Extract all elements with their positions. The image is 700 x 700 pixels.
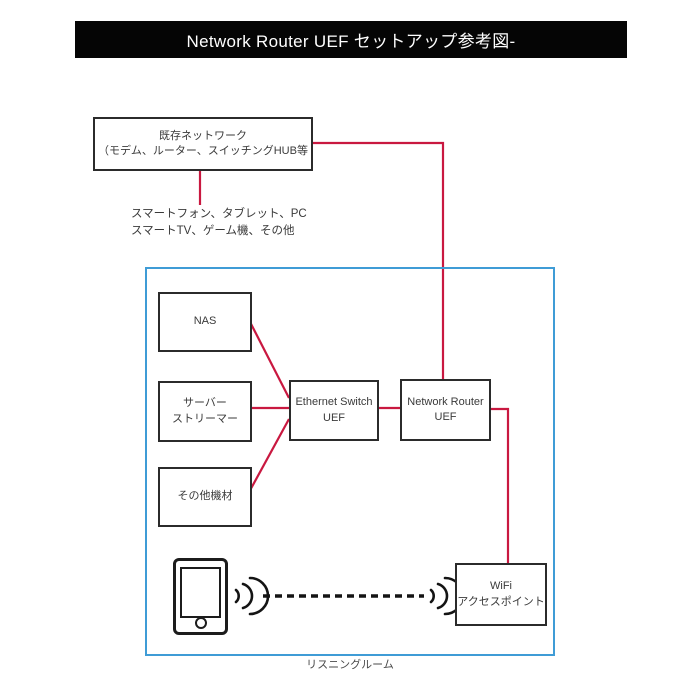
existing-network-line2: （モデム、ルーター、スイッチングHUB等 bbox=[98, 145, 308, 157]
devices-note-line1: スマートフォン、タブレット、PC bbox=[131, 208, 307, 220]
network-router-line1: Network Router bbox=[407, 395, 484, 408]
diagram-title: Network Router UEF セットアップ参考図- bbox=[186, 32, 516, 51]
node-existing-network: 既存ネットワーク （モデム、ルーター、スイッチングHUB等 bbox=[93, 117, 313, 171]
devices-note-line2: スマートTV、ゲーム機、その他 bbox=[131, 224, 295, 237]
node-other-equipment: その他機材 bbox=[158, 467, 252, 527]
tablet-screen bbox=[180, 567, 221, 618]
tablet-icon bbox=[173, 558, 228, 635]
network-router-line2: UEF bbox=[434, 411, 457, 423]
node-wifi-access-point: WiFi アクセスポイント bbox=[455, 563, 547, 626]
existing-network-line1: 既存ネットワーク bbox=[159, 129, 247, 142]
node-network-router: Network Router UEF bbox=[400, 379, 491, 441]
diagram-title-bar: Network Router UEF セットアップ参考図- bbox=[75, 21, 627, 58]
nas-label: NAS bbox=[193, 315, 217, 328]
ethernet-switch-line2: UEF bbox=[323, 411, 345, 424]
ethernet-switch-line1: Ethernet Switch bbox=[295, 396, 373, 409]
tablet-home-button bbox=[194, 617, 207, 629]
listening-room-label: リスニングルーム bbox=[306, 659, 394, 671]
node-ethernet-switch: Ethernet Switch UEF bbox=[289, 380, 379, 441]
server-line2: ストリーマー bbox=[172, 412, 238, 425]
devices-note: スマートフォン、タブレット、PC スマートTV、ゲーム機、その他 bbox=[131, 206, 307, 239]
server-line1: サーバー bbox=[183, 397, 227, 410]
node-nas: NAS bbox=[158, 292, 252, 352]
listening-room-boundary bbox=[145, 267, 555, 656]
wifi-ap-line2: アクセスポイント bbox=[457, 595, 545, 608]
other-equipment-label: その他機材 bbox=[177, 490, 233, 503]
node-server-streamer: サーバー ストリーマー bbox=[158, 381, 252, 442]
wifi-ap-line1: WiFi bbox=[490, 580, 512, 593]
